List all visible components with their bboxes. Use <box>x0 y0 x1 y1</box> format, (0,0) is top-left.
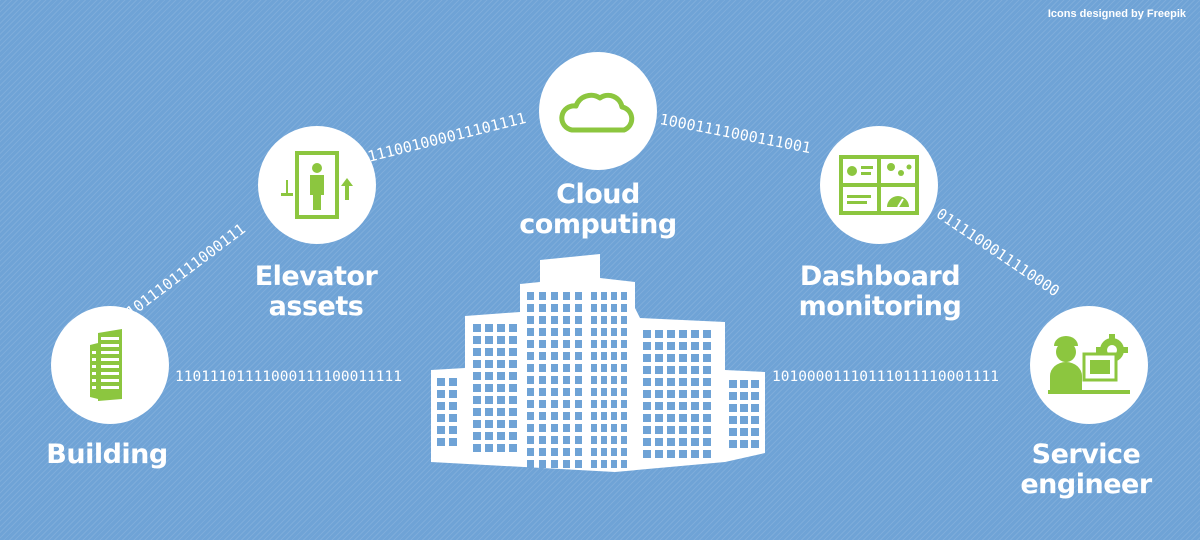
cloud-icon <box>559 92 635 133</box>
building-icon <box>90 329 122 401</box>
cloud-label: Cloud computing <box>519 179 677 240</box>
elevator-label: Elevator assets <box>254 261 378 322</box>
binary-cloud-to-dashboard: 10001111000111001 <box>658 110 813 158</box>
binary-building-to-elevator: 1011101111000111 <box>122 219 249 322</box>
building-node <box>51 306 169 424</box>
service-engineer-icon <box>1048 334 1130 394</box>
icon-credit: Icons designed by Freepik <box>1047 8 1186 20</box>
binary-building-to-hq: 11011101111000111100011111 <box>175 369 402 385</box>
engineer-label: Service engineer <box>1020 439 1152 500</box>
elevator-node <box>258 126 376 244</box>
binary-elevator-to-cloud: 111001000011101111 <box>365 108 528 166</box>
dashboard-label: Dashboard monitoring <box>798 261 962 322</box>
binary-hq-to-engineer: 10100001110111011110001111 <box>772 369 999 385</box>
cloud-node <box>539 52 657 170</box>
dashboard-node <box>820 126 938 244</box>
engineer-node <box>1030 306 1148 424</box>
elevator-icon <box>281 151 353 219</box>
office-building-icon <box>431 254 765 472</box>
dashboard-icon <box>839 155 919 215</box>
building-label: Building <box>46 439 168 470</box>
